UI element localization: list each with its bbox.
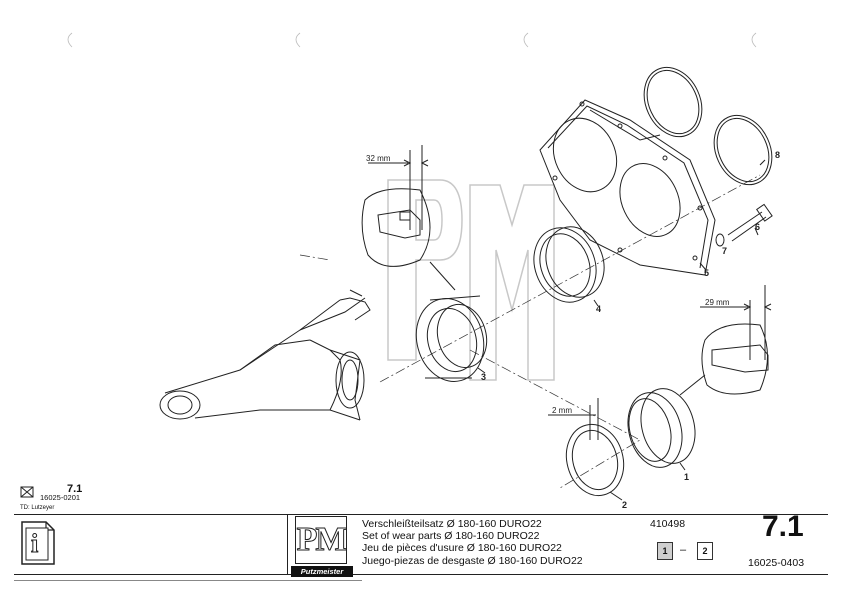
footer-bottom-rule [14, 574, 828, 575]
td-author: TD: Lutzeyer [20, 505, 55, 511]
dimension-label-32mm: 32 mm [366, 154, 391, 163]
callout-part-6: 6 [755, 222, 761, 232]
part-5-spectacle-plate [539, 99, 716, 276]
title-de: Verschleißteilsatz Ø 180-160 DURO22 [362, 518, 542, 530]
dimension-label-2mm: 2 mm [552, 406, 572, 415]
callout-part-2: 2 [622, 500, 628, 510]
page-total-box[interactable]: 2 [697, 542, 713, 560]
assembly-axis [299, 174, 761, 489]
info-icon: i [20, 520, 56, 566]
detail-32mm [361, 145, 456, 291]
part-3-wear-plate [415, 295, 488, 382]
delete-box-icon [20, 485, 34, 498]
title-es: Juego-piezas de desgaste Ø 180-160 DURO2… [362, 555, 583, 567]
callout-part-8: 8 [775, 150, 781, 160]
brand-name: Putzmeister [291, 566, 353, 577]
callout-part-5: 5 [704, 268, 710, 278]
punch-hole-2 [295, 32, 301, 48]
part-6-bolt [727, 203, 773, 242]
callout-part-3: 3 [481, 372, 487, 382]
corner-section: 7.1 [67, 483, 83, 495]
callout-part-4: 4 [596, 304, 602, 314]
info-glyph: i [30, 529, 39, 559]
punch-hole-4 [751, 32, 757, 48]
logo-mark: PM [295, 516, 348, 564]
dimension-2mm [548, 398, 599, 440]
putzmeister-logo: PM Putzmeister [291, 516, 353, 581]
punch-hole-1 [67, 32, 73, 48]
callout-part-7: 7 [722, 246, 728, 256]
footer-divider [287, 514, 288, 575]
footer-top-rule [14, 514, 828, 515]
part-8-o-rings [643, 66, 773, 186]
title-en: Set of wear parts Ø 180-160 DURO22 [362, 530, 540, 542]
punch-hole-3 [523, 32, 529, 48]
callout-part-1: 1 [684, 472, 690, 482]
part-7-washer [715, 233, 725, 247]
title-fr: Jeu de pièces d'usure Ø 180-160 DURO22 [362, 542, 562, 554]
section-number: 7.1 [762, 510, 804, 543]
footer-sub-rule [14, 580, 362, 581]
part-number: 410498 [650, 518, 686, 530]
part-4-rubber-spring [533, 226, 605, 303]
pm-watermark [387, 179, 555, 381]
part-2-thrust-ring [565, 423, 625, 497]
dimension-label-29mm: 29 mm [705, 298, 730, 307]
detail-29mm [679, 285, 772, 396]
s-tube-assembly [159, 289, 371, 421]
corner-code: 16025-0201 [40, 493, 81, 502]
doc-code: 16025-0403 [748, 557, 805, 569]
page-separator: – [680, 544, 687, 556]
part-1-cutting-ring [627, 388, 696, 468]
page-current-box[interactable]: 1 [657, 542, 673, 560]
